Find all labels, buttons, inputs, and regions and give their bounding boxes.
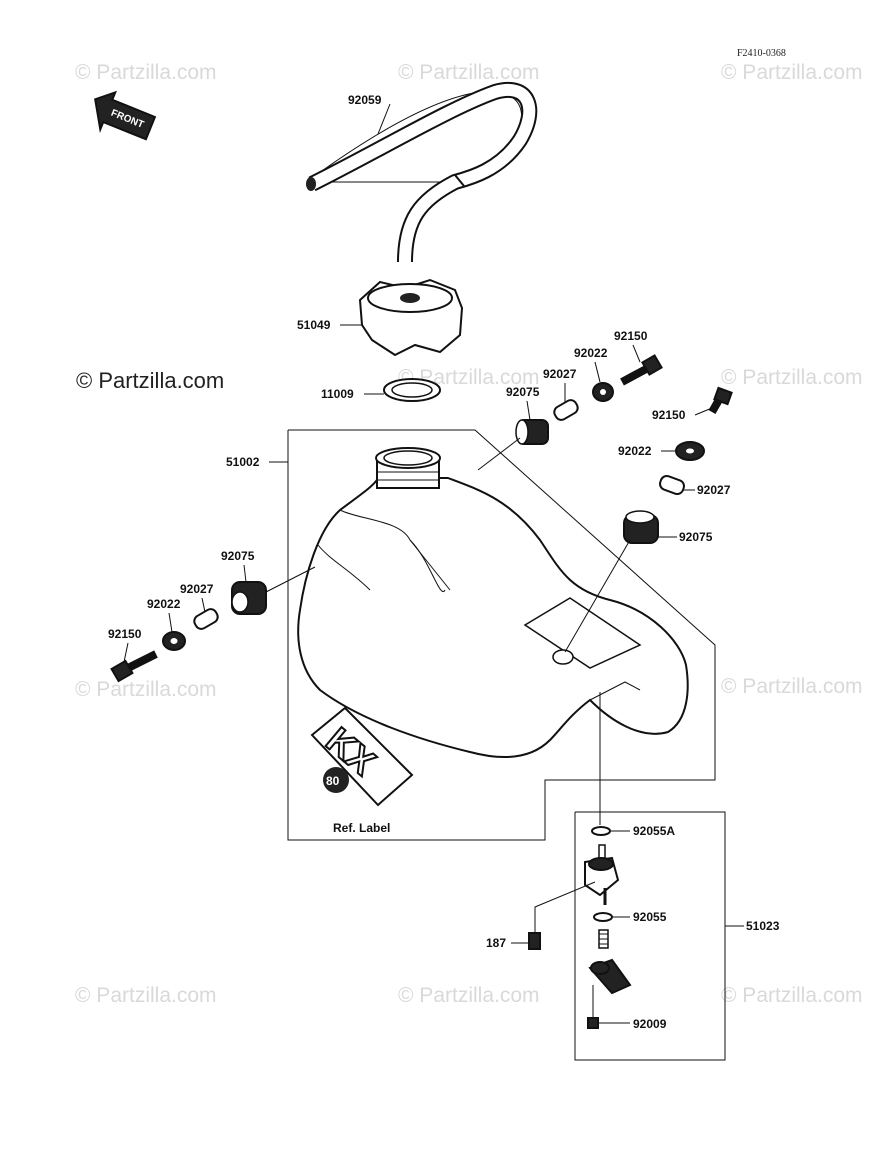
diagram-code: F2410-0368 bbox=[737, 48, 786, 59]
label-92027-mid: 92027 bbox=[697, 483, 731, 497]
bolt bbox=[713, 386, 733, 406]
label-92075-upper: 92075 bbox=[506, 385, 540, 399]
label-92055: 92055 bbox=[633, 910, 667, 924]
collar bbox=[553, 399, 579, 421]
mount-upper-right bbox=[515, 354, 663, 445]
front-arrow-icon: FRONT bbox=[94, 90, 157, 141]
label-92075-mid: 92075 bbox=[679, 530, 713, 544]
label-92059: 92059 bbox=[348, 93, 382, 107]
bolt bbox=[110, 659, 134, 683]
mount-left bbox=[110, 581, 267, 683]
mount-middle-right bbox=[623, 386, 733, 544]
watermark: © Partzilla.com bbox=[398, 61, 540, 84]
watermark: © Partzilla.com bbox=[398, 984, 540, 1007]
label-11009: 11009 bbox=[321, 387, 354, 401]
screw bbox=[587, 1017, 599, 1029]
fuel-tank bbox=[297, 447, 689, 758]
gasket-hole bbox=[391, 382, 433, 398]
fuel-hose bbox=[306, 82, 538, 263]
label-51023: 51023 bbox=[746, 919, 780, 933]
label-92022-left: 92022 bbox=[147, 597, 181, 611]
bolt bbox=[641, 354, 663, 376]
watermark: © Partzilla.com bbox=[721, 61, 863, 84]
label-92009: 92009 bbox=[633, 1017, 667, 1031]
watermark-prominent: © Partzilla.com bbox=[76, 368, 224, 393]
label-92022-upper: 92022 bbox=[574, 346, 608, 360]
leader-line bbox=[477, 437, 521, 471]
fuel-cap bbox=[358, 278, 464, 357]
tank-assembly-bracket bbox=[287, 429, 716, 841]
label-92150-upper: 92150 bbox=[614, 329, 648, 343]
label-92150-left: 92150 bbox=[108, 627, 142, 641]
watermark: © Partzilla.com bbox=[721, 984, 863, 1007]
label-92055A: 92055A bbox=[633, 824, 675, 838]
label-187: 187 bbox=[486, 936, 506, 950]
part-labels: 92059 51049 11009 51002 92150 92022 9202… bbox=[108, 93, 780, 1031]
label-92022-mid: 92022 bbox=[618, 444, 652, 458]
label-51002: 51002 bbox=[226, 455, 260, 469]
leader-line bbox=[265, 566, 316, 593]
o-ring bbox=[593, 912, 613, 922]
watermark: © Partzilla.com bbox=[75, 678, 217, 701]
collar bbox=[193, 608, 219, 630]
fuel-cock-bracket bbox=[574, 811, 726, 1061]
fuel-cock bbox=[528, 826, 632, 1029]
watermark: © Partzilla.com bbox=[75, 984, 217, 1007]
label-92150-mid: 92150 bbox=[652, 408, 686, 422]
screw-187 bbox=[528, 932, 541, 950]
label-51049: 51049 bbox=[297, 318, 331, 332]
kx-number: 80 bbox=[326, 774, 340, 788]
collar bbox=[659, 475, 685, 495]
ref-label-caption: Ref. Label bbox=[333, 821, 390, 835]
watermark: © Partzilla.com bbox=[721, 366, 863, 389]
watermark: © Partzilla.com bbox=[721, 675, 863, 698]
label-92027-upper: 92027 bbox=[543, 367, 577, 381]
label-92027-left: 92027 bbox=[180, 582, 214, 596]
kx-decal: KX 80 bbox=[310, 706, 414, 807]
leader-line bbox=[564, 539, 631, 653]
watermark: © Partzilla.com bbox=[75, 61, 217, 84]
o-ring bbox=[591, 826, 611, 836]
label-92075-left: 92075 bbox=[221, 549, 255, 563]
